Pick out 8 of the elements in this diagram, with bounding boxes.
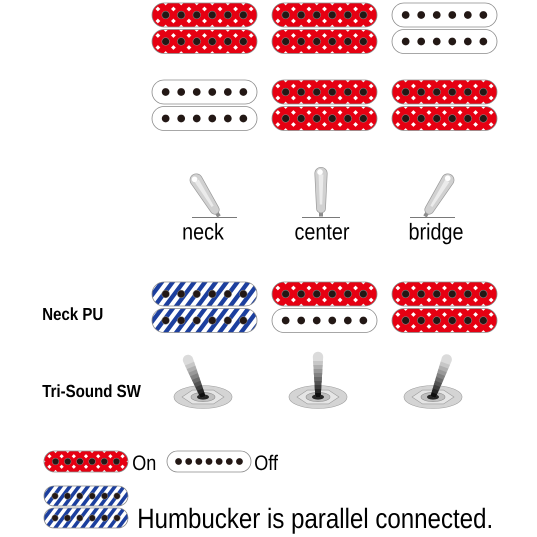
legend-text: Off (255, 454, 278, 470)
position-label: center (295, 224, 350, 240)
position-label: bridge (410, 222, 463, 244)
position-label: neck (183, 222, 224, 240)
row-label: Tri-Sound SW (42, 384, 141, 398)
legend-text: Humbucker is parallel connected. (139, 508, 491, 534)
legend-text: On (133, 455, 156, 470)
row-label: Neck PU (43, 307, 102, 320)
